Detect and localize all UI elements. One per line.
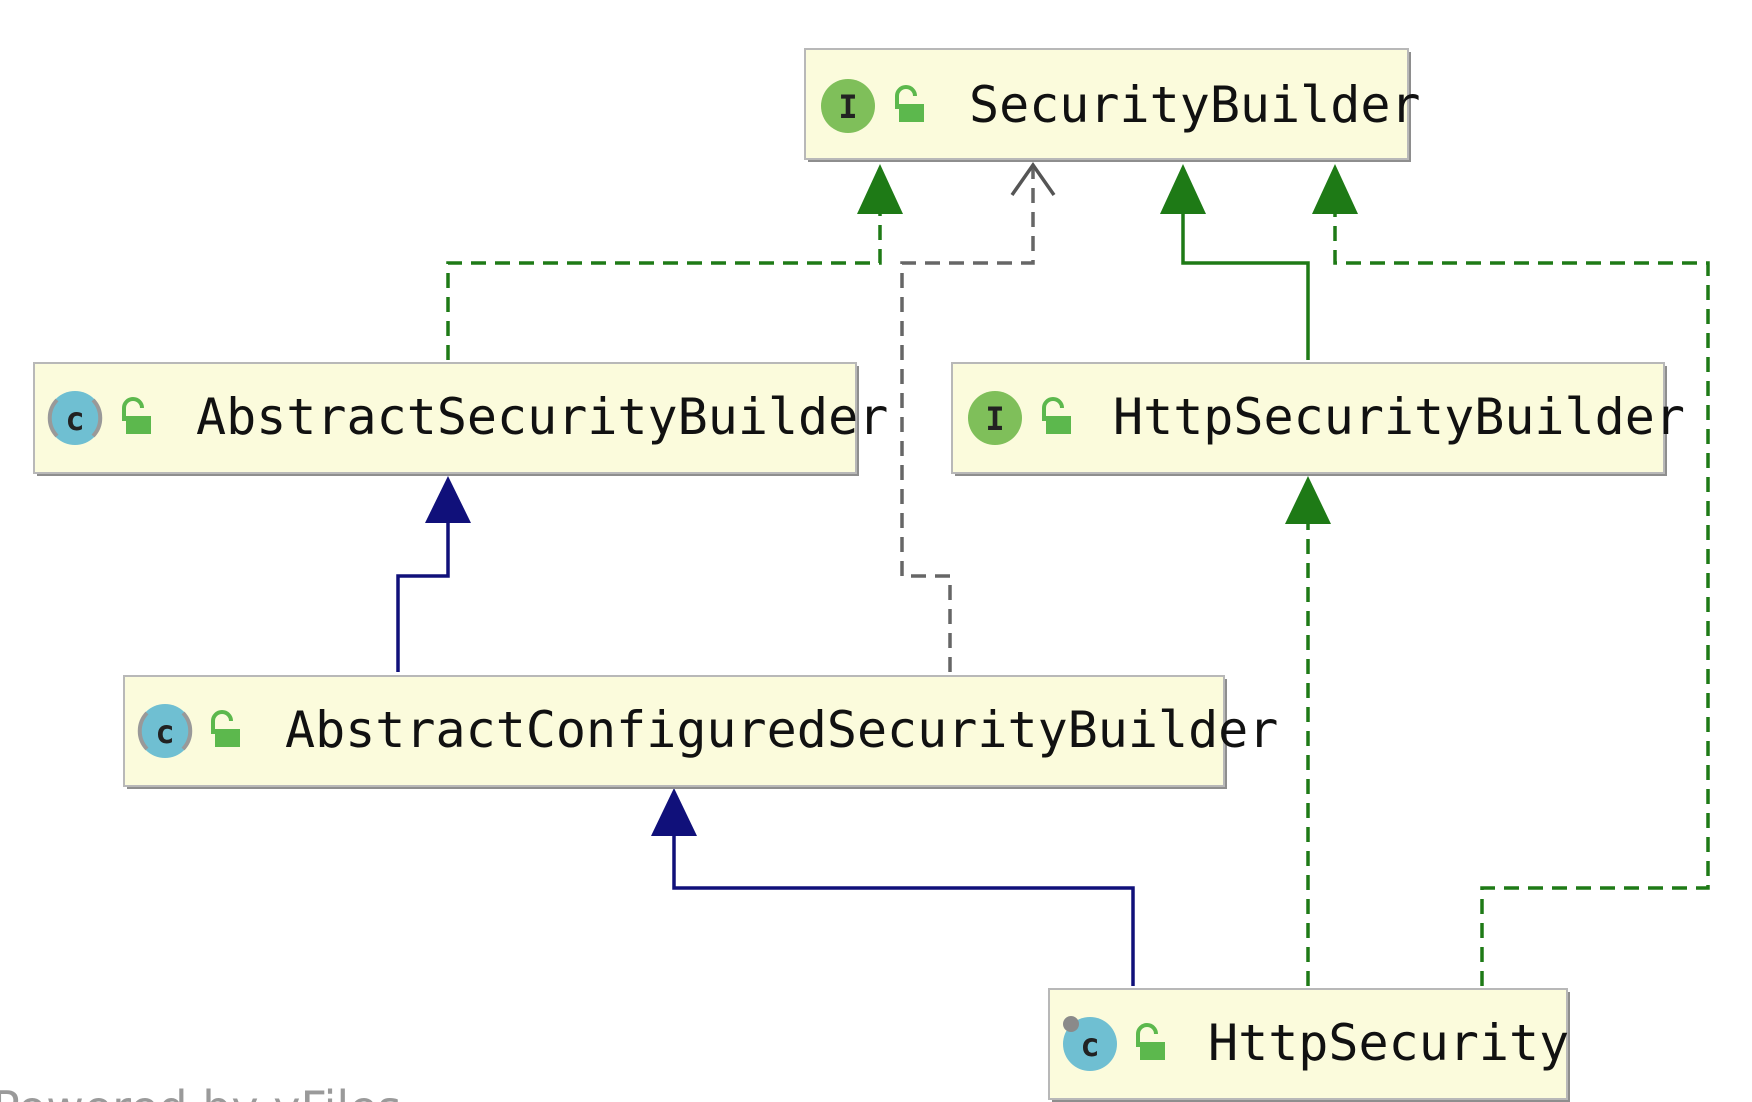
svg-text:c: c — [155, 713, 174, 751]
edge-arrowhead — [857, 164, 903, 214]
edge-http-security-implements-security-builder[interactable] — [1312, 164, 1710, 986]
node-label: AbstractSecurityBuilder — [196, 388, 888, 446]
node-abstract-configured-security-builder[interactable]: c AbstractConfiguredSecurityBuilder — [123, 675, 1278, 789]
edge-http-security-implements-http-security-builder[interactable] — [1285, 476, 1331, 986]
public-lock-icon — [211, 710, 240, 747]
node-label: AbstractConfiguredSecurityBuilder — [285, 701, 1278, 759]
node-abstract-security-builder[interactable]: c AbstractSecurityBuilder — [33, 362, 888, 476]
edge-arrowhead — [1285, 476, 1331, 524]
public-lock-icon — [895, 85, 924, 122]
edge-arrowhead — [1312, 164, 1358, 214]
abstract-class-icon: c — [137, 704, 193, 758]
node-label: HttpSecurity — [1208, 1014, 1569, 1072]
svg-text:I: I — [985, 400, 1004, 438]
edge-arrowhead — [425, 476, 471, 523]
interface-icon: I — [821, 79, 875, 133]
svg-text:c: c — [1080, 1026, 1099, 1064]
edge-http-security-builder-extends-security-builder[interactable] — [1160, 164, 1310, 360]
node-http-security[interactable]: c HttpSecurity — [1048, 988, 1570, 1102]
svg-text:I: I — [838, 88, 857, 126]
abstract-class-icon: c — [47, 391, 103, 445]
node-label: SecurityBuilder — [969, 76, 1421, 134]
public-lock-icon — [1136, 1023, 1165, 1060]
edge-arrowhead — [651, 788, 697, 836]
edge-arrowhead — [1010, 161, 1056, 197]
node-label: HttpSecurityBuilder — [1113, 388, 1685, 446]
edge-http-security-extends-abstract-configured[interactable] — [651, 788, 1135, 986]
public-lock-icon — [1042, 397, 1071, 434]
final-class-icon: c — [1063, 1016, 1117, 1071]
edge-abstract-configured-security-builder-depends-security-builder[interactable] — [900, 161, 1056, 672]
edge-abstract-security-builder-implements-security-builder[interactable] — [446, 164, 903, 360]
edges — [396, 161, 1710, 986]
watermark-text: Powered by yFiles — [0, 1081, 401, 1102]
svg-text:c: c — [65, 400, 84, 438]
node-security-builder[interactable]: I SecurityBuilder — [804, 48, 1421, 162]
edge-arrowhead — [1160, 164, 1206, 214]
interface-icon: I — [968, 391, 1022, 445]
node-http-security-builder[interactable]: I HttpSecurityBuilder — [951, 362, 1685, 476]
public-lock-icon — [122, 397, 151, 434]
edge-abstract-configured-extends-abstract-security-builder[interactable] — [396, 476, 471, 672]
